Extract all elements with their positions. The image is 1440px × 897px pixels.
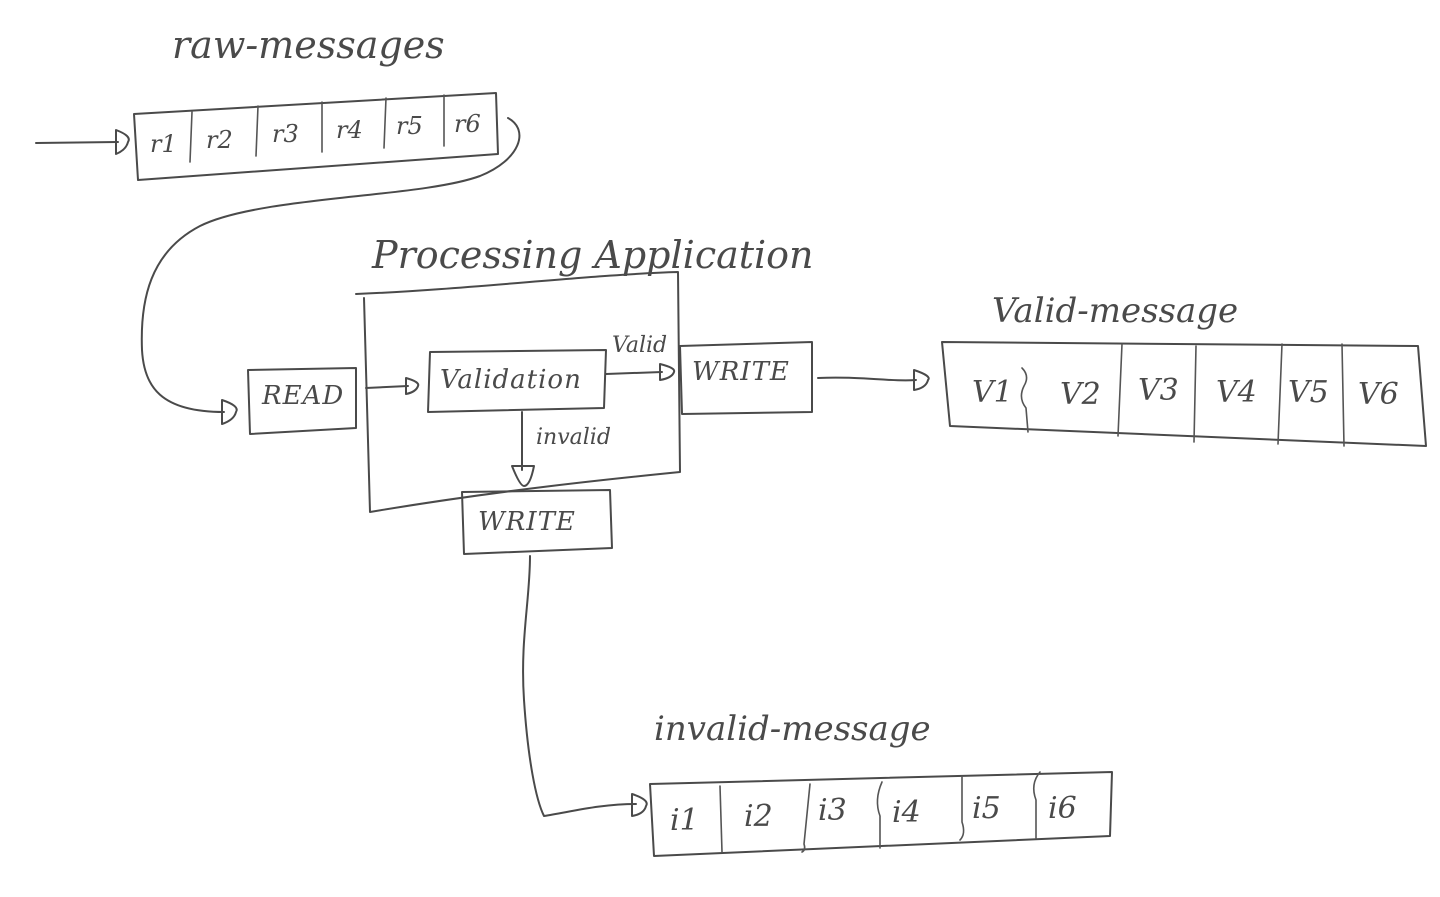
invalid-message-box xyxy=(649,771,1113,857)
write-to-invalid-topic-arrow xyxy=(522,555,637,817)
write-valid-arrowhead xyxy=(659,363,676,381)
valid-message-cells: V1 V2 V3 V4 V5 V6 xyxy=(972,373,1399,412)
processing-app-title: Processing Application xyxy=(371,233,814,277)
raw-messages-box xyxy=(133,92,499,181)
raw-cell-6: r6 xyxy=(454,110,481,138)
raw-cell-3: r3 xyxy=(272,120,299,148)
validation-arrowhead xyxy=(405,377,420,395)
read-to-validation-arrow xyxy=(365,385,409,389)
read-label: READ xyxy=(261,381,344,411)
valid-cell-5: V5 xyxy=(1288,375,1329,410)
read-arrowhead xyxy=(221,399,238,425)
write-to-valid-topic-arrow xyxy=(817,376,917,382)
valid-message-box xyxy=(941,341,1427,447)
invalid-cell-1: i1 xyxy=(670,803,699,838)
validation-label: Validation xyxy=(440,365,582,395)
invalid-topic-arrowhead xyxy=(631,793,648,817)
valid-cell-4: V4 xyxy=(1216,375,1257,410)
invalid-cell-3: i3 xyxy=(818,793,847,828)
write-invalid-label: WRITE xyxy=(478,507,576,537)
invalid-message-cells: i1 i2 i3 i4 i5 i6 xyxy=(670,791,1077,838)
write-invalid-arrowhead xyxy=(511,465,535,487)
valid-topic-arrowhead xyxy=(913,369,930,391)
invalid-message-dividers xyxy=(719,771,1041,853)
invalid-message-title: invalid-message xyxy=(654,709,931,749)
incoming-arrowhead xyxy=(115,129,130,155)
invalid-cell-6: i6 xyxy=(1048,791,1077,826)
valid-cell-6: V6 xyxy=(1358,377,1399,412)
invalid-cell-4: i4 xyxy=(892,795,921,830)
raw-cell-1: r1 xyxy=(150,130,177,158)
invalid-cell-5: i5 xyxy=(972,791,1001,826)
incoming-arrow xyxy=(35,141,119,144)
valid-edge-label: Valid xyxy=(612,333,667,358)
valid-cell-1: V1 xyxy=(972,375,1013,410)
valid-message-dividers xyxy=(1020,343,1345,447)
raw-to-read-connector xyxy=(140,117,521,413)
valid-cell-2: V2 xyxy=(1060,377,1101,412)
raw-cell-4: r4 xyxy=(336,116,363,144)
invalid-edge-label: invalid xyxy=(536,425,611,450)
read-box xyxy=(247,367,357,435)
write-valid-box xyxy=(679,341,813,415)
validation-to-write-valid-arrow xyxy=(605,371,663,375)
validation-box xyxy=(427,349,607,413)
raw-cell-5: r5 xyxy=(396,112,423,140)
raw-messages-cells: r1 r2 r3 r4 r5 r6 xyxy=(150,110,481,158)
raw-messages-dividers xyxy=(189,94,445,163)
raw-cell-2: r2 xyxy=(206,126,233,154)
write-valid-label: WRITE xyxy=(692,357,790,387)
valid-cell-3: V3 xyxy=(1138,373,1179,408)
write-invalid-box xyxy=(461,489,613,555)
invalid-cell-2: i2 xyxy=(744,799,773,834)
valid-message-title: Valid-message xyxy=(992,291,1238,331)
raw-messages-title: raw-messages xyxy=(172,23,445,67)
processing-app-container xyxy=(355,271,681,513)
